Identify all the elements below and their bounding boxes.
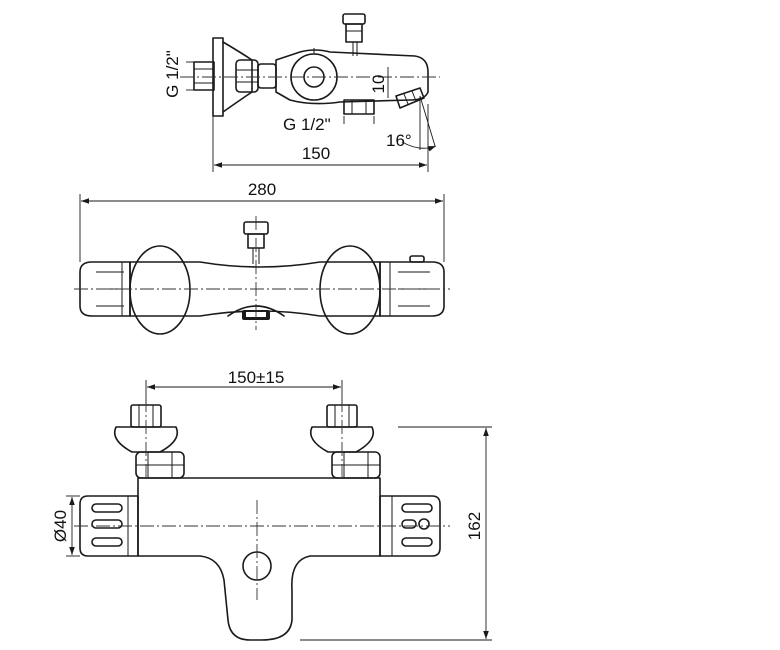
dim-spout-angle: 16° (386, 131, 412, 150)
side-diverter-stem (345, 23, 363, 43)
side-diverter-cap (342, 13, 366, 25)
top-handle-left (79, 261, 131, 317)
side-body-profile (275, 49, 429, 105)
side-view: 10 16° G 1/2" G 1/2" 150 (163, 13, 440, 172)
side-aerator (395, 87, 425, 109)
dim-inlet-centers: 150±15 (228, 368, 285, 387)
dim-outlet-thread: G 1/2" (283, 115, 331, 134)
dim-body-diameter: Ø40 (51, 510, 70, 542)
side-eccentric-nut (235, 59, 259, 93)
top-flange-left (129, 245, 191, 335)
dim-spout-offset: 10 (369, 75, 388, 94)
front-handle-right (379, 495, 441, 557)
top-flange-right (319, 245, 381, 335)
side-outlet-thread (343, 99, 375, 115)
dim-inlet-thread: G 1/2" (163, 50, 182, 98)
side-inlet-thread (193, 61, 215, 91)
top-view: 280 (74, 180, 450, 335)
top-handle-right (379, 261, 445, 317)
dim-projection: 150 (302, 144, 330, 163)
front-temp-stop-button (418, 518, 430, 530)
front-view: 150±15 (51, 368, 492, 641)
dim-overall-height: 162 (465, 512, 484, 540)
side-escutcheon (222, 41, 253, 113)
dim-overall-width: 280 (248, 180, 276, 199)
front-body (137, 477, 381, 641)
front-handle-left (79, 495, 139, 557)
dim-angle-arc (401, 141, 437, 152)
